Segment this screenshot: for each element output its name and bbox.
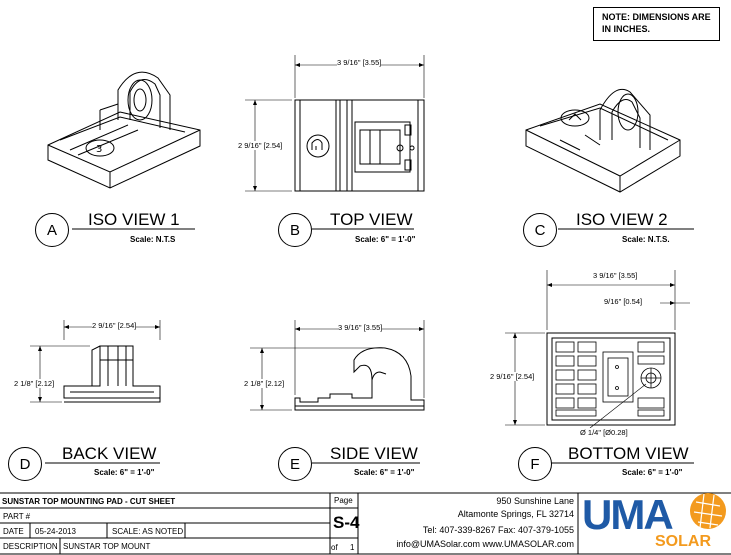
view-c-scale: Scale: N.T.S. xyxy=(622,235,670,244)
back-view-drawing xyxy=(30,320,161,403)
date-label: DATE xyxy=(3,527,24,536)
view-d-title: BACK VIEW xyxy=(62,444,157,463)
logo-solar-text: SOLAR xyxy=(655,533,711,550)
top-width-dim: 3 9/16" [3.55] xyxy=(337,58,382,67)
uma-solar-logo-graphic xyxy=(690,493,726,529)
bottom-hole-dim: Ø 1/4" [Ø0.28] xyxy=(580,428,628,437)
view-b-title: TOP VIEW xyxy=(330,210,413,229)
bottom-view-drawing xyxy=(505,270,690,429)
side-height-dim: 2 1/8" [2.12] xyxy=(244,379,285,388)
svg-text:3: 3 xyxy=(96,144,102,155)
view-e-marker: E xyxy=(278,447,312,481)
view-f-marker: F xyxy=(518,447,552,481)
top-height-dim: 2 9/16" [2.54] xyxy=(238,141,283,150)
contact-info: info@UMASolar.com www.UMASOLAR.com xyxy=(396,539,574,549)
view-a-marker: A xyxy=(35,213,69,247)
page-number: S-4 xyxy=(333,513,360,532)
top-view-drawing xyxy=(245,55,425,192)
logo-uma-text: UMA xyxy=(582,491,674,538)
back-height-dim: 2 1/8" [2.12] xyxy=(14,379,55,388)
of-value: 1 xyxy=(350,543,355,552)
of-label: of xyxy=(331,543,338,552)
view-c-title: ISO VIEW 2 xyxy=(576,210,668,229)
part-label: PART # xyxy=(3,512,31,521)
date-value: 05-24-2013 xyxy=(35,527,76,536)
view-d-marker: D xyxy=(8,447,42,481)
side-width-dim: 3 9/16" [3.55] xyxy=(338,323,383,332)
description-label: DESCRIPTION xyxy=(3,542,58,551)
dimension-note: NOTE: DIMENSIONS ARE IN INCHES. xyxy=(593,7,720,41)
bottom-offset-dim: 9/16" [0.54] xyxy=(604,297,643,306)
view-b-marker: B xyxy=(278,213,312,247)
view-d-scale: Scale: 6" = 1'-0" xyxy=(94,468,155,477)
view-f-title: BOTTOM VIEW xyxy=(568,444,689,463)
bottom-height-dim: 2 9/16" [2.54] xyxy=(490,372,535,381)
view-e-scale: Scale: 6" = 1'-0" xyxy=(354,468,415,477)
bottom-width-dim: 3 9/16" [3.55] xyxy=(593,271,638,280)
view-f-scale: Scale: 6" = 1'-0" xyxy=(622,468,683,477)
view-c-marker: C xyxy=(523,213,557,247)
iso-view-2-drawing xyxy=(525,88,681,193)
address-line-1: 950 Sunshine Lane xyxy=(496,496,574,506)
scale-label: SCALE: AS NOTED xyxy=(112,527,184,536)
note-line-1: NOTE: DIMENSIONS ARE xyxy=(602,12,711,22)
phone-fax: Tel: 407-339-8267 Fax: 407-379-1055 xyxy=(422,525,574,535)
sheet-title: SUNSTAR TOP MOUNTING PAD - CUT SHEET xyxy=(2,497,176,506)
address-line-2: Altamonte Springs, FL 32714 xyxy=(457,509,574,519)
view-b-scale: Scale: 6" = 1'-0" xyxy=(355,235,416,244)
back-width-dim: 2 9/16" [2.54] xyxy=(92,321,137,330)
note-line-2: IN INCHES. xyxy=(602,24,651,34)
iso-view-1-drawing: 3 xyxy=(47,71,201,189)
page-label: Page xyxy=(334,496,353,505)
title-block-frame xyxy=(0,492,731,555)
side-view-drawing xyxy=(250,320,425,411)
description-value: SUNSTAR TOP MOUNT xyxy=(63,542,151,551)
view-a-scale: Scale: N.T.S xyxy=(130,235,176,244)
view-e-title: SIDE VIEW xyxy=(330,444,418,463)
view-a-title: ISO VIEW 1 xyxy=(88,210,180,229)
